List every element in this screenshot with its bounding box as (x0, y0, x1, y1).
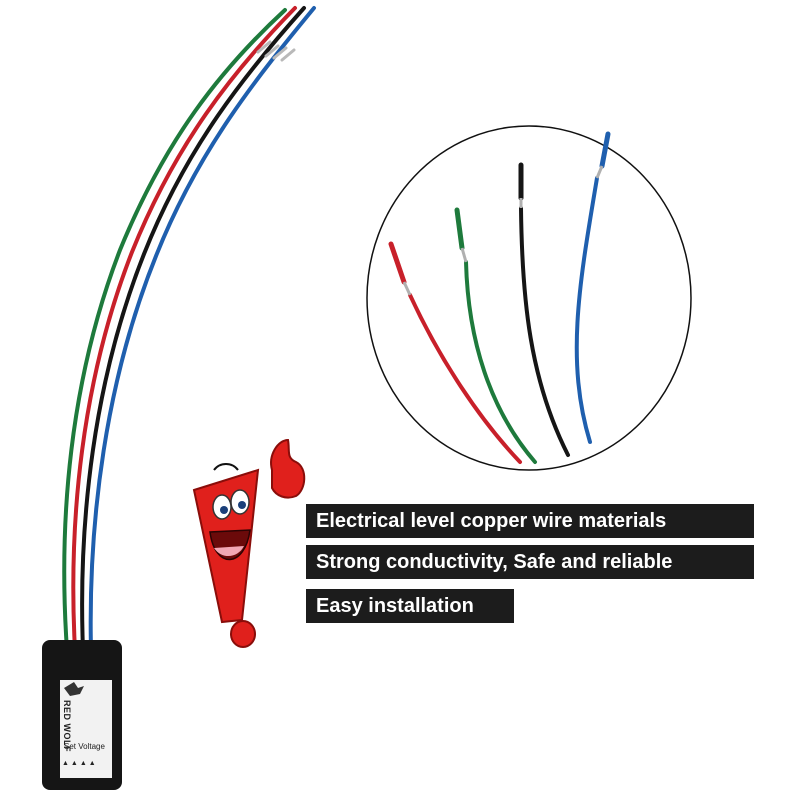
mascot-exclamation (192, 438, 306, 648)
feature-label-copper: Electrical level copper wire materials (306, 504, 754, 538)
black-wire (80, 6, 306, 652)
set-voltage-label: Set Voltage (64, 742, 105, 751)
zoom-green-wire (464, 260, 537, 464)
zoom-blue-wire (574, 176, 599, 444)
zoom-detail (366, 125, 692, 471)
thumbs-up-icon (270, 438, 306, 499)
wire-tips (256, 40, 296, 62)
feature-label-installation: Easy installation (306, 589, 514, 623)
wolf-logo-icon (64, 682, 84, 696)
zoom-insulation-tips (388, 131, 611, 285)
voltage-markings: ▲▲▲▲ (62, 760, 98, 767)
controller-module (42, 640, 122, 790)
red-wire (71, 6, 297, 652)
feature-label-conductivity: Strong conductivity, Safe and reliable (306, 545, 754, 579)
green-wire (62, 8, 287, 652)
blue-wire (88, 6, 316, 652)
zoom-black-wire (519, 206, 570, 457)
zoom-red-wire (408, 293, 522, 464)
wire-bundle (62, 6, 316, 652)
